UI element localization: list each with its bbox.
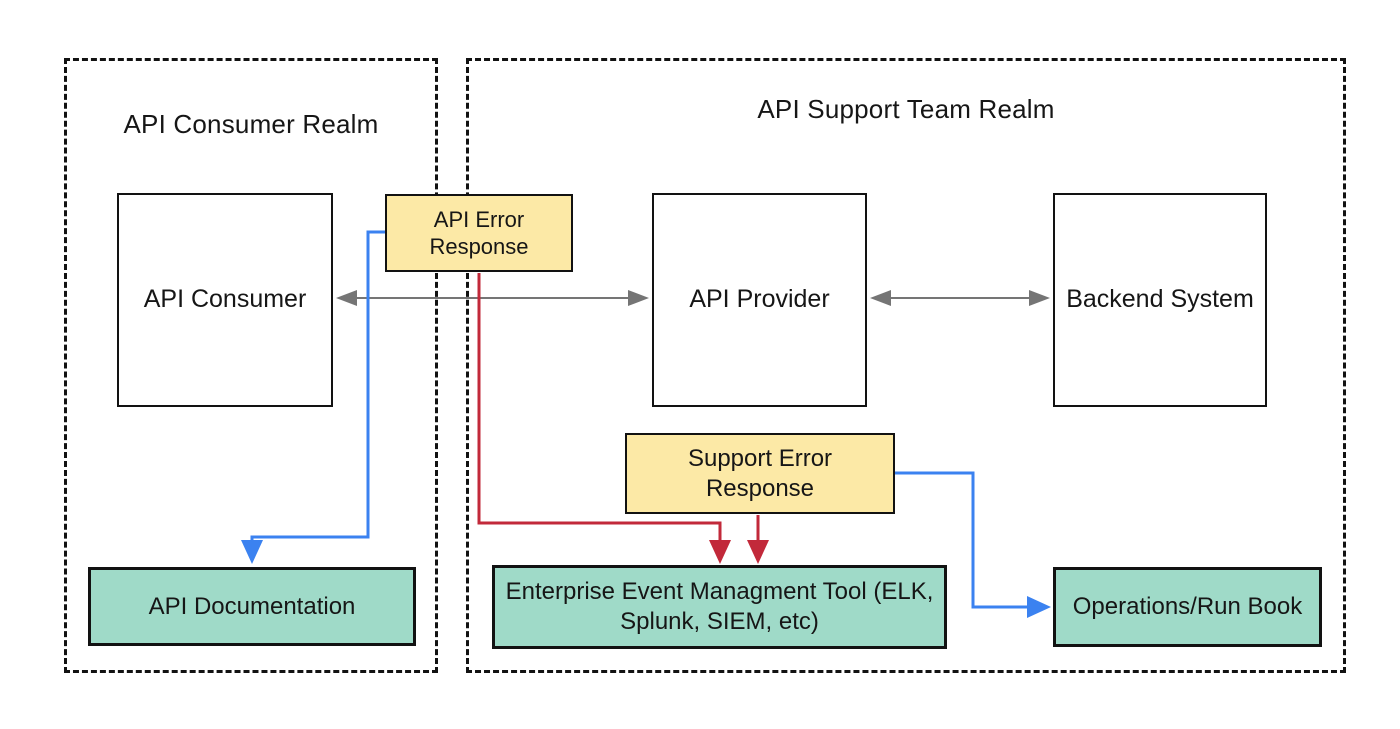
node-backend-system-label: Backend System <box>1066 285 1254 314</box>
node-api-documentation: API Documentation <box>88 567 416 646</box>
node-event-management-tool: Enterprise Event Managment Tool (ELK, Sp… <box>492 565 947 649</box>
realm-api-consumer-title: API Consumer Realm <box>123 109 379 139</box>
node-operations-run-book-label: Operations/Run Book <box>1072 593 1303 620</box>
node-api-provider: API Provider <box>652 193 867 407</box>
realm-api-support-team: API Support Team Realm <box>466 58 1346 673</box>
node-api-provider-label: API Provider <box>689 285 830 314</box>
node-operations-run-book: Operations/Run Book <box>1053 567 1322 647</box>
node-api-error-response: API Error Response <box>385 194 573 272</box>
realm-api-consumer: API Consumer Realm <box>64 58 438 673</box>
node-api-error-response-label: API Error Response <box>429 206 529 260</box>
node-api-documentation-label: API Documentation <box>148 592 356 620</box>
node-support-error-response-label: Support Error Response <box>687 444 833 502</box>
node-backend-system: Backend System <box>1053 193 1267 407</box>
node-support-error-response: Support Error Response <box>625 433 895 514</box>
node-api-consumer: API Consumer <box>117 193 333 407</box>
realm-api-support-team-title: API Support Team Realm <box>757 94 1055 124</box>
node-api-consumer-label: API Consumer <box>143 285 307 314</box>
node-event-management-tool-label: Enterprise Event Managment Tool (ELK, Sp… <box>505 578 934 635</box>
